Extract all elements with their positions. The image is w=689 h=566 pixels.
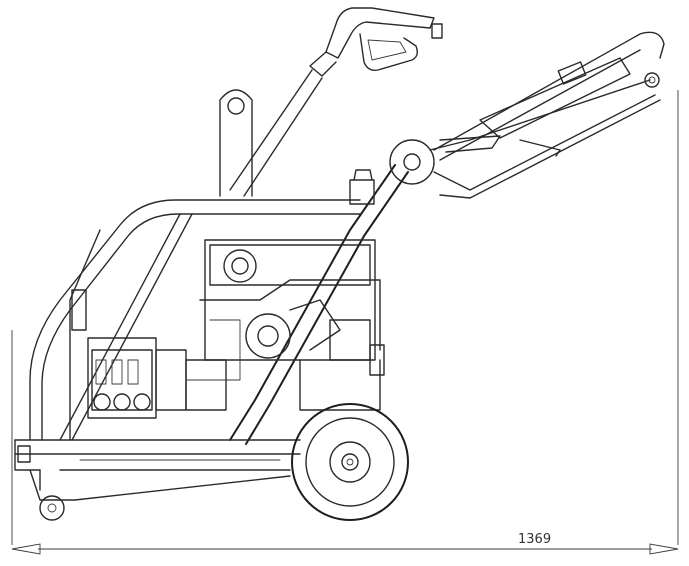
folding-handle: [229, 31, 665, 445]
dimension-overall-length: 1369: [11, 90, 679, 555]
dimension-label: 1369: [518, 532, 551, 547]
tubular-frame: [29, 199, 361, 441]
pump-assembly: [87, 337, 227, 419]
chassis-base: [14, 439, 301, 501]
lifting-eye: [219, 89, 253, 197]
caster-wheel: [39, 469, 65, 521]
engine: [199, 169, 385, 411]
main-wheel: [291, 403, 409, 521]
spray-lance: [229, 7, 443, 197]
